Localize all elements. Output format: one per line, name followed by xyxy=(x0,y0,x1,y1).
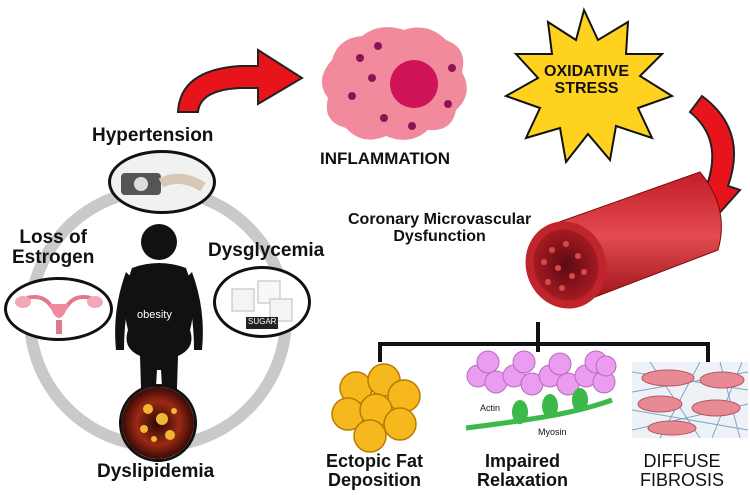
dyslipidemia-label: Dyslipidemia xyxy=(97,461,215,482)
outcome-bracket xyxy=(378,322,710,362)
ectopic-fat-label: Ectopic Fat Deposition xyxy=(326,451,424,490)
myosin-label: Myosin xyxy=(538,427,567,437)
loss-of-estrogen-label: Loss of Estrogen xyxy=(12,227,95,268)
diffuse-fibrosis-label: DIFFUSE FIBROSIS xyxy=(640,451,725,490)
obesity-label: obesity xyxy=(137,309,172,321)
woman-silhouette-icon xyxy=(115,224,203,420)
dysglycemia-label: Dysglycemia xyxy=(208,240,325,261)
arrow-to-inflammation xyxy=(176,48,304,113)
oxidative-stress-label: OXIDATIVE STRESS xyxy=(544,63,630,97)
dyslipidemia-image xyxy=(119,384,197,462)
actin-label: Actin xyxy=(480,403,501,413)
oxidative-stress-star-icon xyxy=(503,7,675,165)
hypertension-image xyxy=(108,150,216,214)
ectopic-fat-cluster-icon xyxy=(331,363,421,453)
inflammation-label: INFLAMMATION xyxy=(320,149,450,168)
sugar-image xyxy=(213,266,311,338)
sugar-label: SUGAR xyxy=(248,317,277,326)
impaired-relaxation-label: Impaired Relaxation xyxy=(477,451,569,490)
inflammatory-cell-icon xyxy=(321,27,467,140)
uterus-image xyxy=(4,277,113,341)
hypertension-label: Hypertension xyxy=(92,125,214,146)
diffuse-fibrosis-icon xyxy=(631,361,749,439)
blood-vessel-icon xyxy=(525,171,722,309)
actin-myosin-icon xyxy=(465,350,617,431)
cmd-label: Coronary Microvascular Dysfunction xyxy=(348,211,532,245)
